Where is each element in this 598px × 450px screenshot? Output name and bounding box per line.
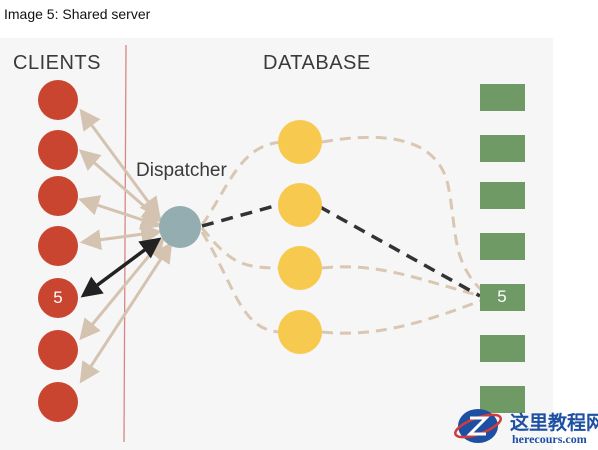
client-7 — [38, 382, 78, 422]
clients-header: CLIENTS — [13, 52, 101, 74]
data-block-4 — [480, 233, 525, 260]
dispatcher-label: Dispatcher — [136, 160, 227, 181]
server-process-4 — [278, 310, 322, 354]
clients-database-divider — [123, 44, 127, 443]
dispatcher-node — [159, 206, 201, 248]
active-route — [201, 203, 481, 298]
data-block-3 — [480, 182, 525, 209]
figure-caption: Image 5: Shared server — [4, 6, 151, 22]
database-header: DATABASE — [263, 52, 371, 74]
server-processes — [278, 120, 322, 354]
client-5-badge: 5 — [53, 288, 63, 307]
client-6 — [38, 330, 78, 370]
arrow-client-5-active — [80, 237, 162, 298]
data-block-5-badge: 5 — [497, 287, 507, 306]
data-block-7 — [480, 386, 525, 413]
client-2 — [38, 130, 78, 170]
watermark-title: 这里教程网 — [510, 412, 598, 434]
client-4 — [38, 226, 78, 266]
clients-column — [38, 80, 78, 422]
arrow-client-4 — [79, 223, 163, 251]
client-1 — [38, 80, 78, 120]
arrow-client-3 — [78, 195, 162, 230]
watermark-url: herecours.com — [512, 432, 587, 446]
data-block-1 — [480, 84, 525, 111]
data-block-5 — [480, 284, 525, 311]
data-block-6 — [480, 335, 525, 362]
data-blocks — [480, 84, 525, 413]
server-process-2 — [278, 183, 322, 227]
server-process-3 — [278, 246, 322, 290]
dispatcher-routes — [200, 135, 491, 335]
watermark-logo-icon — [454, 409, 502, 443]
client-5 — [38, 278, 78, 318]
data-block-2 — [480, 135, 525, 162]
watermark: 这里教程网 herecours.com — [452, 406, 598, 450]
client-3 — [38, 176, 78, 216]
server-process-1 — [278, 120, 322, 164]
